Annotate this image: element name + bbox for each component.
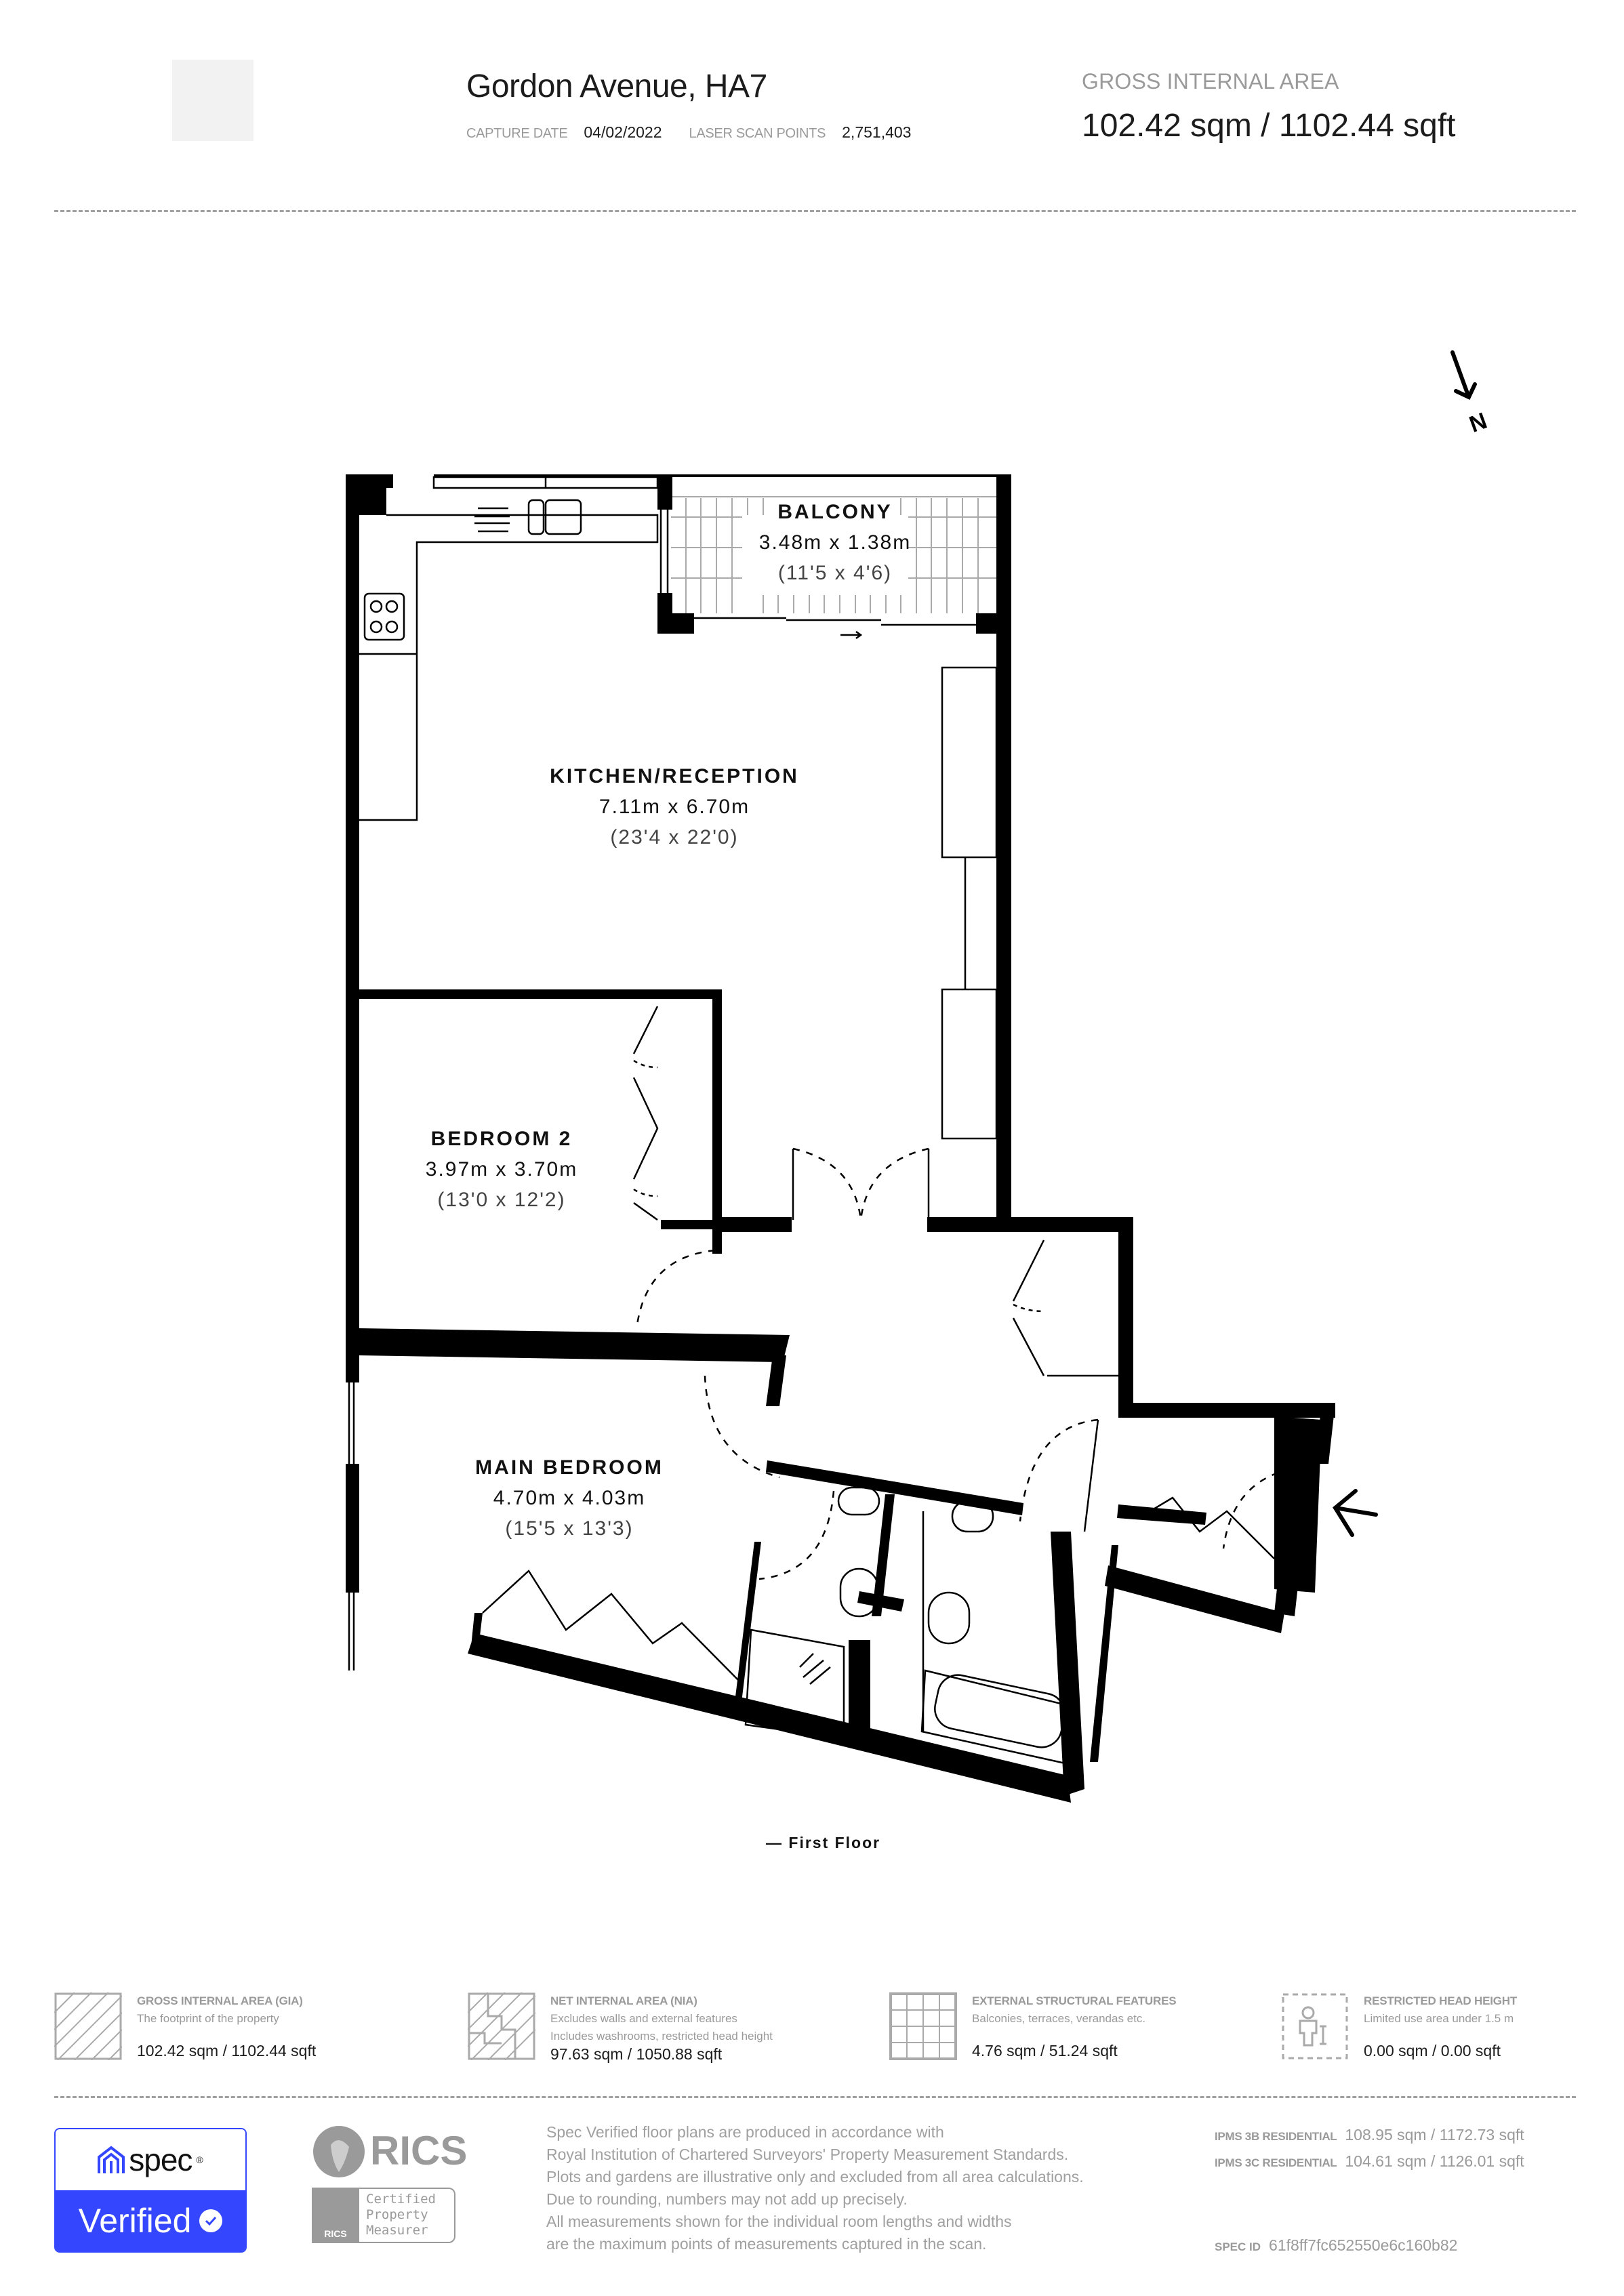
spec-verified-badge: spec® Verified [54,2128,247,2253]
svg-text:KITCHEN/RECEPTION: KITCHEN/RECEPTION [550,765,799,787]
legend-gia: GROSS INTERNAL AREA (GIA) The footprint … [54,1992,316,2060]
legend-value: 0.00 sqm / 0.00 sqft [1364,2042,1501,2059]
svg-text:(23'4 x 22'0): (23'4 x 22'0) [610,826,738,848]
legend-value: 102.42 sqm / 1102.44 sqft [137,2042,317,2059]
legend-title: RESTRICTED HEAD HEIGHT [1364,1994,1518,2007]
legend-desc: The footprint of the property [137,2012,279,2025]
laser-scan-value: 2,751,403 [842,123,912,141]
legend-title: EXTERNAL STRUCTURAL FEATURES [972,1994,1177,2007]
laser-scan-label: LASER SCAN POINTS [689,126,826,141]
legend-title: NET INTERNAL AREA (NIA) [550,1994,697,2007]
svg-text:3.97m x 3.70m: 3.97m x 3.70m [426,1158,577,1181]
rics-certified-text: Certified Property Measurer [359,2188,455,2243]
spec-wordmark: spec [129,2142,192,2177]
check-circle-icon [199,2209,223,2232]
north-label: N [1466,408,1490,438]
nia-hatch-icon [468,1992,535,2060]
legend-desc: Limited use area under 1.5 m [1364,2012,1514,2025]
svg-text:(11'5 x 4'6): (11'5 x 4'6) [778,562,892,584]
rics-wordmark: RICS [370,2127,468,2173]
north-arrow-icon [1450,350,1477,400]
fixtures-and-doors [346,476,1378,1767]
svg-text:BALCONY: BALCONY [777,501,892,523]
gia-heading: GROSS INTERNAL AREA [1082,69,1339,94]
svg-text:(13'0 x 12'2): (13'0 x 12'2) [437,1189,565,1211]
legend-nia: NET INTERNAL AREA (NIA) Excludes walls a… [468,1992,773,2063]
room-label-bedroom-2: BEDROOM 2 3.97m x 3.70m (13'0 x 12'2) [426,1128,577,1211]
rics-lion-icon [313,2126,365,2177]
legend-desc: Includes washrooms, restricted head heig… [550,2030,773,2043]
capture-date-value: 04/02/2022 [584,123,662,141]
footer-divider [54,2096,1576,2098]
svg-text:(15'5 x 13'3): (15'5 x 13'3) [505,1517,633,1540]
rics-logo: RICS RICS Certified Property Measurer [312,2121,481,2257]
legend-desc: Excludes walls and external features [550,2012,737,2025]
gia-value: 102.42 sqm / 1102.44 sqft [1082,108,1456,144]
disclaimer-text: Spec Verified floor plans are produced i… [546,2123,1084,2253]
verified-label: Verified [78,2202,192,2240]
svg-text:4.70m x 4.03m: 4.70m x 4.03m [493,1487,645,1509]
room-label-balcony: BALCONY 3.48m x 1.38m (11'5 x 4'6) [759,501,911,584]
room-label-main-bedroom: MAIN BEDROOM 4.70m x 4.03m (15'5 x 13'3) [475,1456,664,1540]
room-label-kitchen-reception: KITCHEN/RECEPTION 7.11m x 6.70m (23'4 x … [550,765,799,848]
logo-placeholder [172,60,253,141]
header-divider [54,210,1576,212]
legend-value: 4.76 sqm / 51.24 sqft [972,2042,1118,2059]
person-height-icon [1282,1993,1348,2059]
spec-house-icon [98,2146,125,2173]
property-title: Gordon Avenue, HA7 [466,68,767,104]
capture-date-label: CAPTURE DATE [466,126,568,141]
svg-text:7.11m x 6.70m: 7.11m x 6.70m [599,796,750,818]
svg-text:BEDROOM 2: BEDROOM 2 [431,1128,573,1150]
floor-plan: N [346,350,1490,1803]
floor-label: — First Floor [766,1834,881,1851]
balcony-tiles [671,496,996,613]
svg-text:MAIN BEDROOM: MAIN BEDROOM [475,1456,664,1479]
legend-value: 97.63 sqm / 1050.88 sqft [550,2045,723,2063]
capture-meta: CAPTURE DATE 04/02/2022 LASER SCAN POINT… [466,123,938,142]
rics-small-badge: RICS [312,2188,359,2243]
legend-desc: Balconies, terraces, verandas etc. [972,2012,1146,2025]
legend-external: EXTERNAL STRUCTURAL FEATURES Balconies, … [889,1992,1177,2060]
svg-text:3.48m x 1.38m: 3.48m x 1.38m [759,531,911,554]
legend-restricted: RESTRICTED HEAD HEIGHT Limited use area … [1281,1992,1517,2060]
grid-icon [889,1992,957,2060]
legend-title: GROSS INTERNAL AREA (GIA) [137,1994,303,2007]
gia-hatch-icon [54,1992,122,2060]
